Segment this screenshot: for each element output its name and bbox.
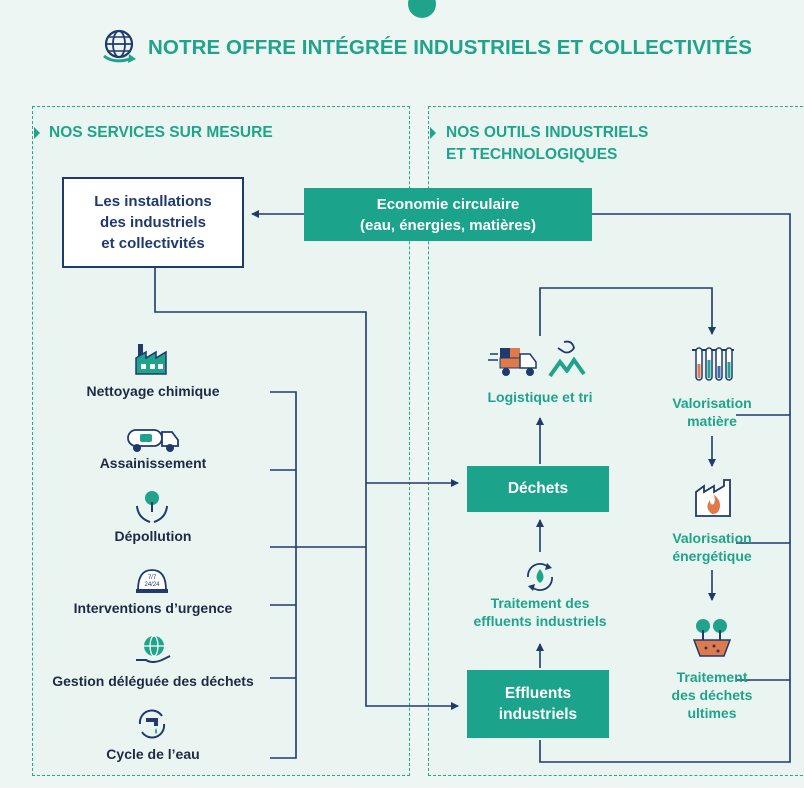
valorisation-matiere-label: Valorisation matière (648, 394, 776, 430)
test-tubes-icon (690, 344, 736, 389)
traitement-dechets-label: Traitement des déchets ultimes (648, 668, 776, 722)
right-panel-title-line-2: ET TECHNOLOGIQUES (446, 146, 618, 163)
plants-pot-icon (692, 616, 732, 663)
valorisation-energetique-label: Valorisation énergétique (648, 529, 776, 565)
globe-recycle-icon (100, 26, 140, 71)
dechets-box: Déchets (467, 466, 609, 512)
right-panel-title-line-1: NOS OUTILS INDUSTRIELS (446, 124, 649, 141)
right-panel-bullet (430, 127, 436, 139)
valorisation-matiere-line-2: matière (687, 413, 737, 429)
traitement-dechets-line-2: des déchets (671, 687, 753, 703)
installations-line-2: des industriels (100, 214, 206, 231)
factory-icon (134, 340, 168, 381)
service-interventions-urgence: Interventions d’urgence (73, 600, 233, 616)
emergency-badge-line-1: 7/7 (148, 575, 157, 581)
hands-tree-icon (134, 488, 170, 529)
installations-line-1: Les installations (94, 193, 212, 210)
installations-box: Les installations des industriels et col… (62, 177, 244, 268)
service-nettoyage-chimique: Nettoyage chimique (86, 383, 220, 399)
economie-line-1: Economie circulaire (376, 195, 520, 213)
right-panel-title: NOS OUTILS INDUSTRIELS ET TECHNOLOGIQUES (446, 122, 648, 166)
valorisation-energetique-line-1: Valorisation (672, 530, 752, 546)
top-dot (408, 0, 436, 18)
service-assainissement: Assainissement (99, 455, 207, 471)
service-gestion-dechets: Gestion déléguée des déchets (52, 673, 254, 689)
title-row: NOTRE OFFRE INTÉGRÉE INDUSTRIELS ET COLL… (100, 28, 752, 68)
factory-flame-icon (694, 478, 732, 523)
service-cycle-eau: Cycle de l’eau (106, 746, 200, 762)
valorisation-matiere-line-1: Valorisation (672, 395, 752, 411)
traitement-dechets-line-3: ultimes (687, 705, 737, 721)
sorting-recycle-icon (546, 338, 588, 383)
water-drop-cycle-icon (522, 560, 558, 599)
traitement-effluents-line-2: effluents industriels (473, 613, 607, 629)
effluents-box: Effluents industriels (467, 670, 609, 738)
traitement-effluents-label: Traitement des effluents industriels (456, 594, 624, 630)
effluents-line-1: Effluents (504, 685, 572, 702)
tanker-truck-icon (126, 424, 180, 459)
water-tap-cycle-icon (134, 706, 170, 747)
installations-line-3: et collectivités (101, 235, 205, 252)
hand-globe-icon (134, 634, 172, 673)
service-depollution: Dépollution (114, 528, 192, 544)
dechets-label: Déchets (507, 480, 569, 497)
traitement-dechets-line-1: Traitement (676, 669, 748, 685)
emergency-badge-line-2: 24/24 (144, 582, 160, 588)
valorisation-energetique-line-2: énergétique (672, 548, 752, 564)
logistique-label: Logistique et tri (487, 389, 593, 405)
page-title: NOTRE OFFRE INTÉGRÉE INDUSTRIELS ET COLL… (148, 36, 752, 59)
delivery-truck-icon (488, 344, 538, 383)
economie-circulaire-box: Economie circulaire (eau, énergies, mati… (304, 188, 592, 241)
effluents-line-2: industriels (498, 706, 578, 723)
left-panel-title: NOS SERVICES SUR MESURE (49, 124, 273, 141)
emergency-helmet-icon: 7/7 24/24 (134, 562, 170, 601)
economie-line-2: (eau, énergies, matières) (360, 216, 536, 234)
left-panel-bullet (34, 127, 40, 139)
traitement-effluents-line-1: Traitement des (490, 595, 590, 611)
